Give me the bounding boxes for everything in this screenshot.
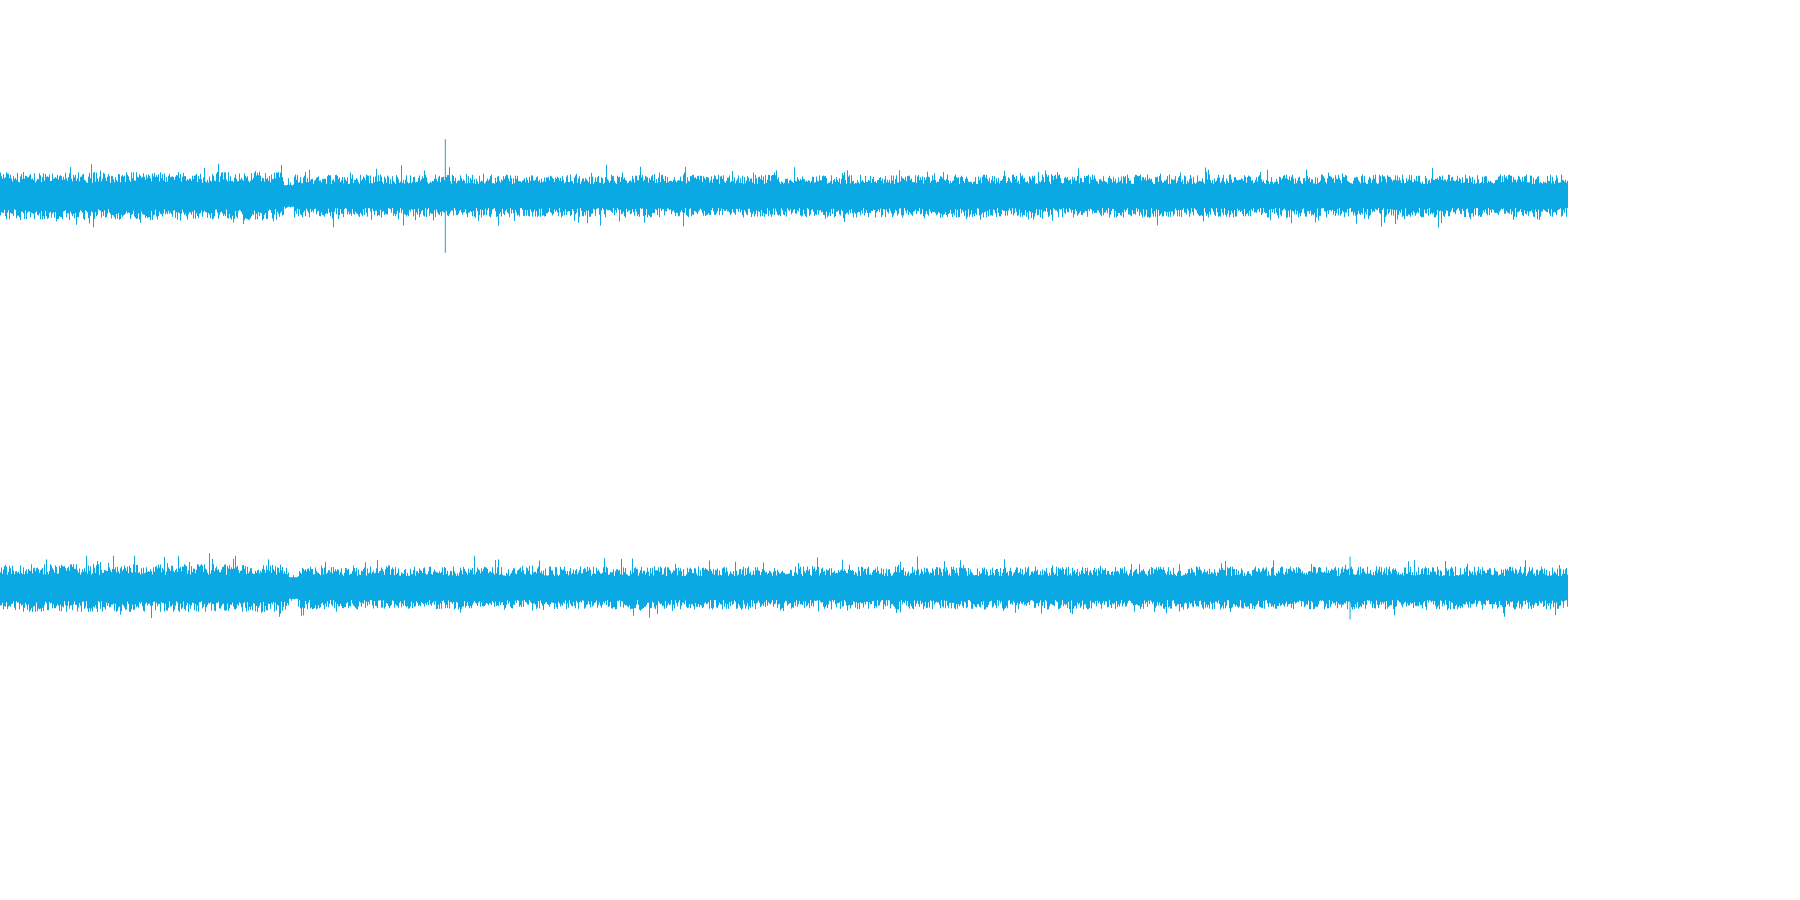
waveform-channels: [0, 139, 1568, 620]
waveform-channel-1: [0, 139, 1568, 253]
waveform-core: [0, 185, 1568, 207]
waveform-channel-2: [0, 553, 1568, 620]
waveform-core: [0, 577, 1568, 599]
waveform-display: [0, 139, 1568, 620]
